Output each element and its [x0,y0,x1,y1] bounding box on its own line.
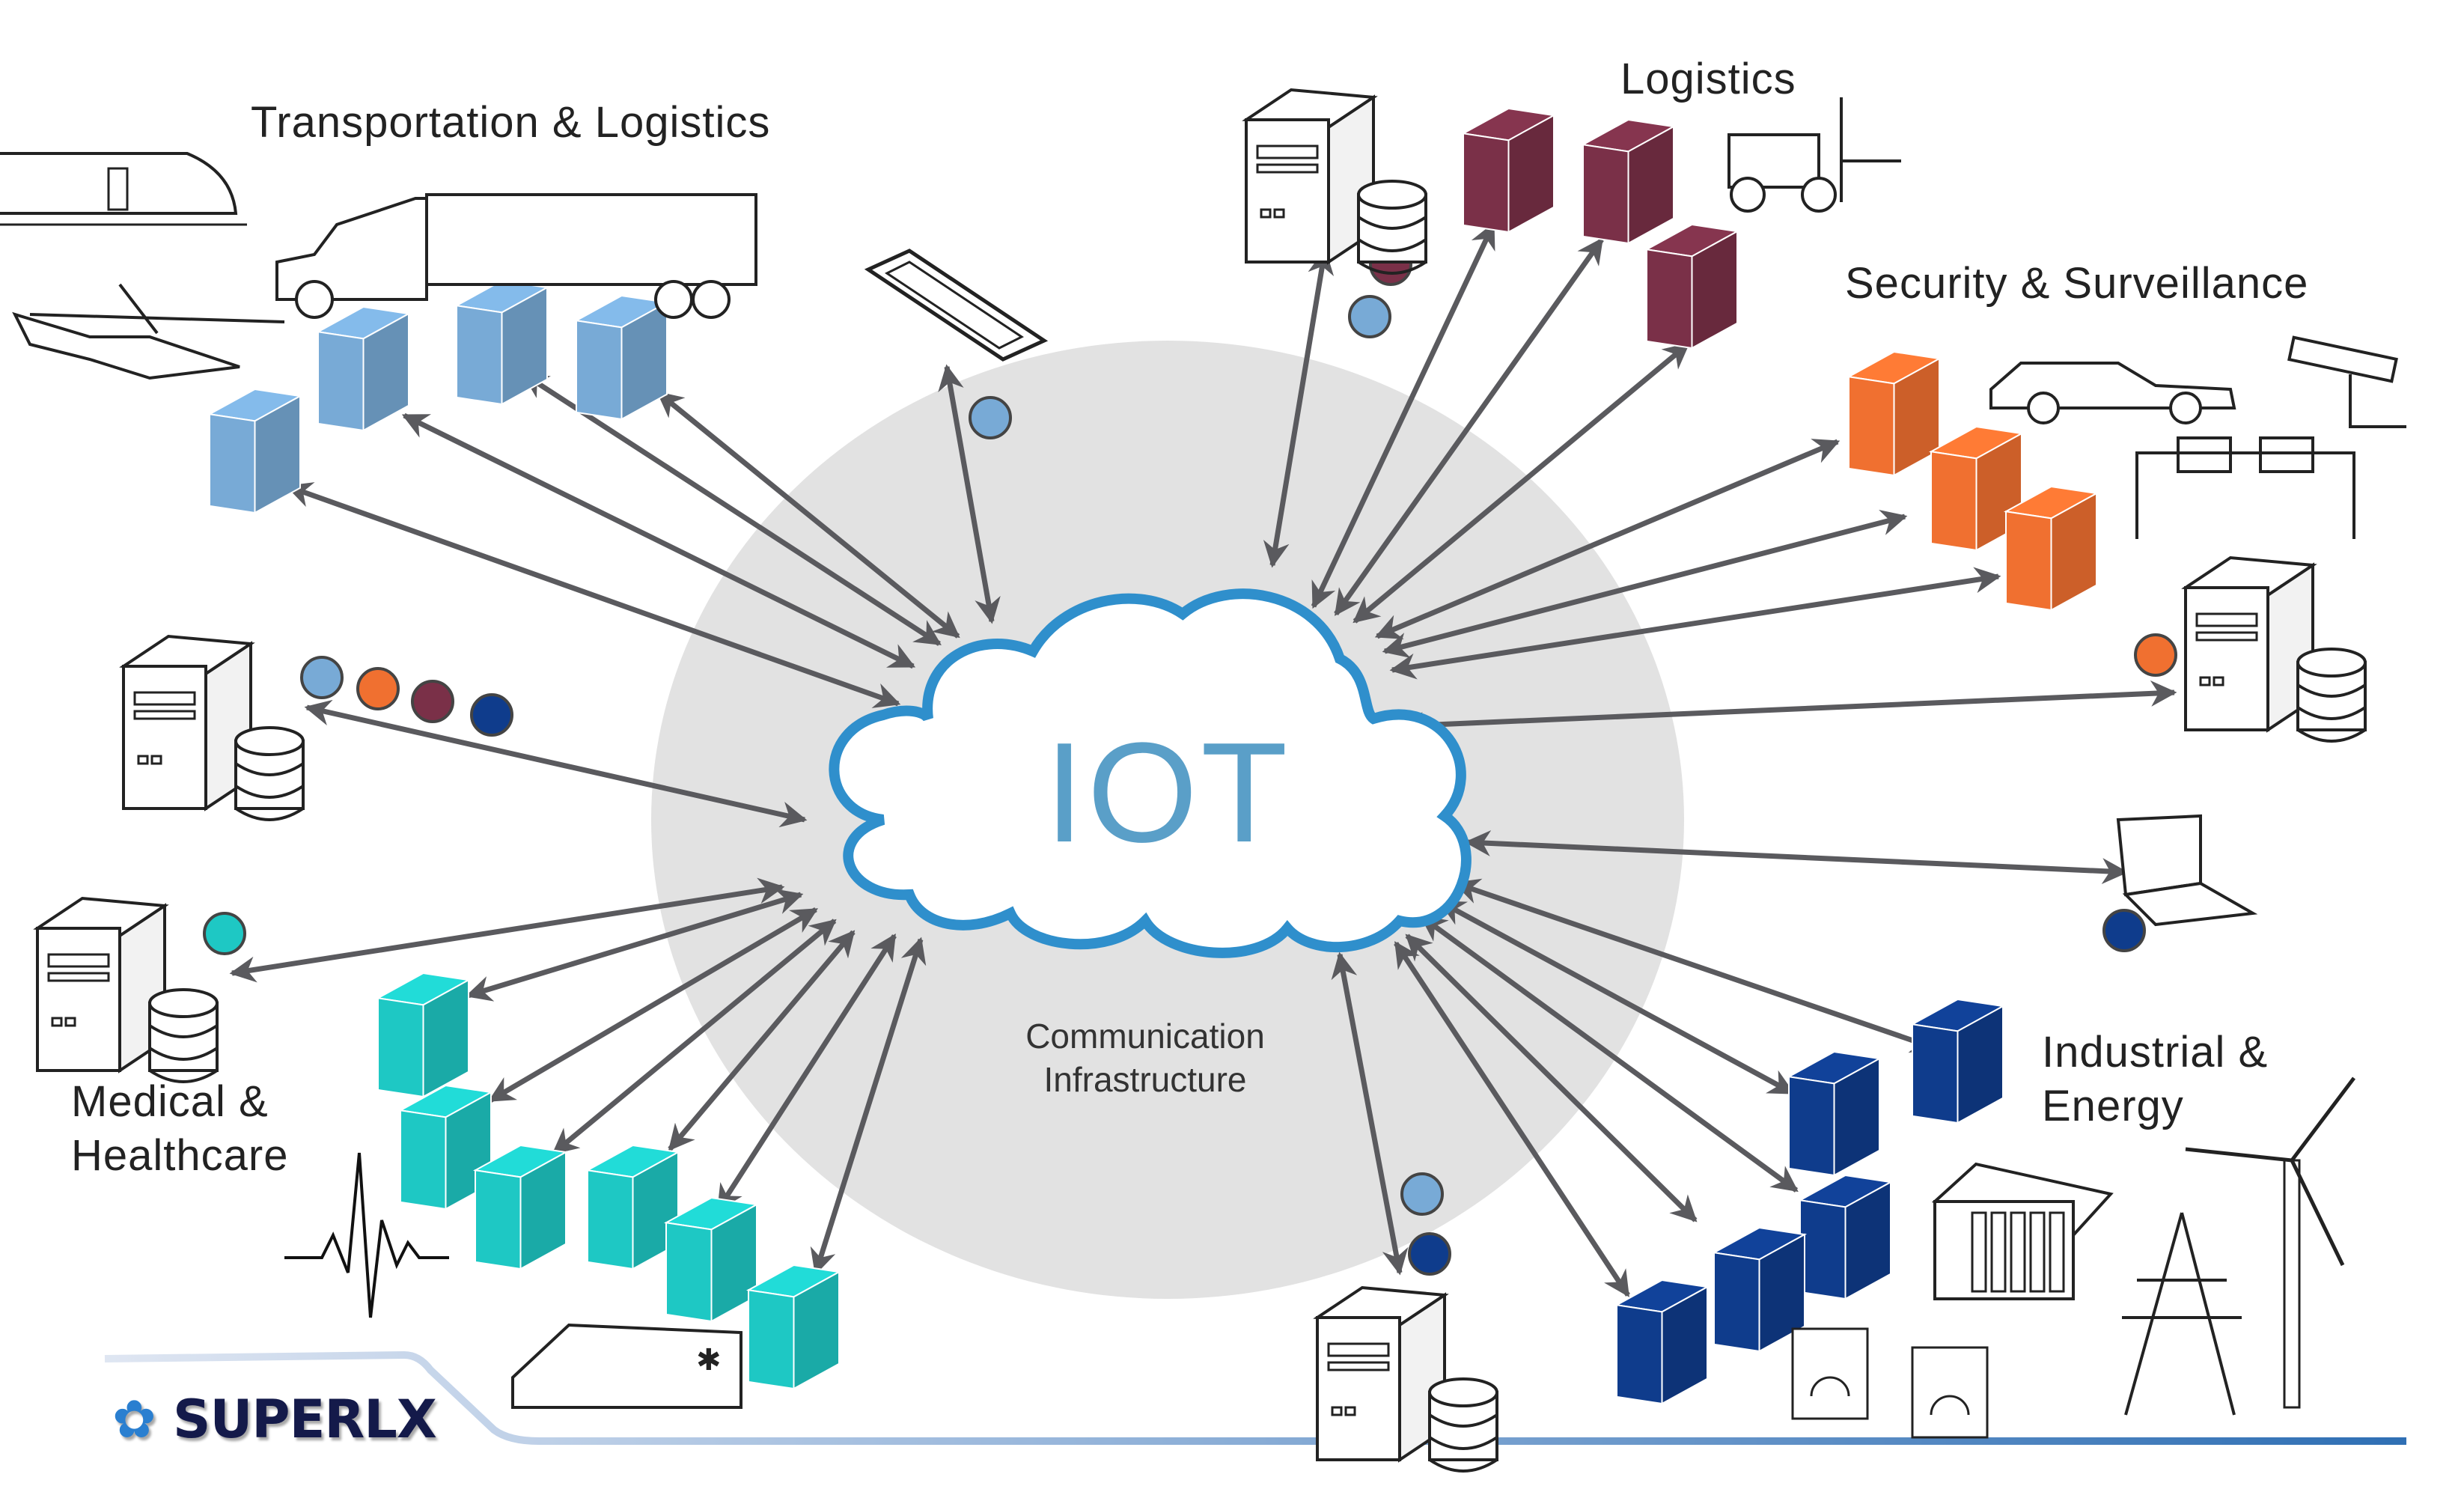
bottom-server-dot-1 [1400,1172,1444,1216]
bidirectional-arrow-13 [810,937,927,1276]
industrial-label-line-2: Energy [2042,1082,2184,1130]
left-server-dot-1 [300,656,344,699]
logistics-label: Logistics [1620,55,1796,103]
police-car-icon [1989,362,2236,424]
wind-turbine-icon [2185,1077,2355,1409]
logistics-server-dot-2 [1348,295,1391,338]
transport-device-2[interactable] [315,305,412,432]
smartphone-icon[interactable] [864,249,1049,362]
laptop-icon[interactable] [2116,814,2258,927]
communication-infrastructure-label: Communication Infrastructure [995,1014,1295,1101]
heartbeat-icon [284,1152,449,1318]
logistics-device-2[interactable] [1580,118,1677,245]
bidirectional-arrow-22 [1464,829,2129,885]
status-dots [203,243,2177,1276]
footer-swoosh [104,1351,2406,1445]
arrows-group [229,222,2177,1297]
gauge-panel-icon [1911,1346,1989,1439]
transport-device-1[interactable] [207,388,303,514]
laptop-dot-1 [2102,909,2146,952]
superlx-logo[interactable]: ✿ SUPERLX [112,1389,437,1450]
svg-text:✱: ✱ [696,1343,722,1377]
sector-icons: ✱ [0,97,2406,1439]
industrial-device-2[interactable] [1786,1050,1882,1177]
server-logistics[interactable] [1242,88,1427,275]
sensor-gate-icon [2135,436,2355,539]
iot-cloud[interactable] [829,588,1472,958]
server-bottom[interactable] [1313,1285,1498,1473]
bidirectional-arrow-27 [1394,941,1630,1297]
medical-device-4[interactable] [585,1144,681,1270]
cctv-camera-icon [2287,335,2406,428]
left-server-dot-4 [470,693,513,737]
security-device-1[interactable] [1846,350,1942,477]
medical-device-3[interactable] [472,1144,569,1270]
bottom-server-dot-2 [1408,1232,1451,1276]
device-boxes [207,107,2099,1405]
medical-device-5[interactable] [663,1196,760,1323]
ambulance-icon: ✱ [511,1323,742,1409]
brand-swirl-icon: ✿ [112,1389,156,1450]
industrial-device-4[interactable] [1711,1226,1808,1353]
medical-label-line-1: Medical & [71,1077,269,1126]
power-pylon-icon [2122,1212,2242,1416]
left-server-dot-3 [411,680,454,723]
server-security[interactable] [2181,555,2367,743]
bidirectional-arrow-6 [304,699,808,828]
brand-name: SUPERLX [173,1389,437,1450]
logistics-device-3[interactable] [1644,223,1740,350]
logistics-device-1[interactable] [1460,107,1557,234]
bidirectional-arrow-5 [938,364,1001,624]
medical-device-1[interactable] [375,972,472,1098]
server-medical[interactable] [33,896,219,1083]
bidirectional-arrow-20 [1389,567,2001,680]
bidirectional-arrow-21 [1397,680,2177,739]
iot-title: IOT [1044,713,1291,872]
transport-device-3[interactable] [454,279,550,406]
servers [33,88,2367,1473]
medical-device-6[interactable] [745,1264,842,1390]
security-device-3[interactable] [2003,485,2099,612]
industrial-device-3[interactable] [1797,1174,1894,1300]
bidirectional-arrow-4 [656,391,960,639]
helicopter-icon [12,283,285,380]
phone-dot-1 [969,396,1012,439]
medical-label: Medical & Healthcare [71,1075,288,1183]
left-server-dot-2 [356,667,400,710]
medical-server-dot-1 [203,912,246,955]
industrial-device-1[interactable] [1909,998,2006,1124]
gauge-panel-icon [1791,1327,1869,1420]
security-server-dot-1 [2134,633,2177,677]
medical-label-line-2: Healthcare [71,1131,289,1180]
server-left[interactable] [119,634,305,821]
subtitle-line-2: Infrastructure [1043,1060,1247,1099]
security-label: Security & Surveillance [1845,259,2309,308]
train-icon [0,152,247,226]
transport-device-4[interactable] [573,294,670,421]
subtitle-line-1: Communication [1025,1017,1265,1056]
industrial-label: Industrial & Energy [2042,1026,2268,1133]
industrial-device-5[interactable] [1614,1279,1710,1405]
transport-label: Transportation & Logistics [251,98,771,147]
forklift-icon [1727,97,1901,213]
truck-icon [275,193,757,319]
bidirectional-arrow-28 [1331,951,1409,1276]
control-cabinet-icon [1931,1162,2114,1300]
industrial-label-line-1: Industrial & [2042,1028,2269,1077]
